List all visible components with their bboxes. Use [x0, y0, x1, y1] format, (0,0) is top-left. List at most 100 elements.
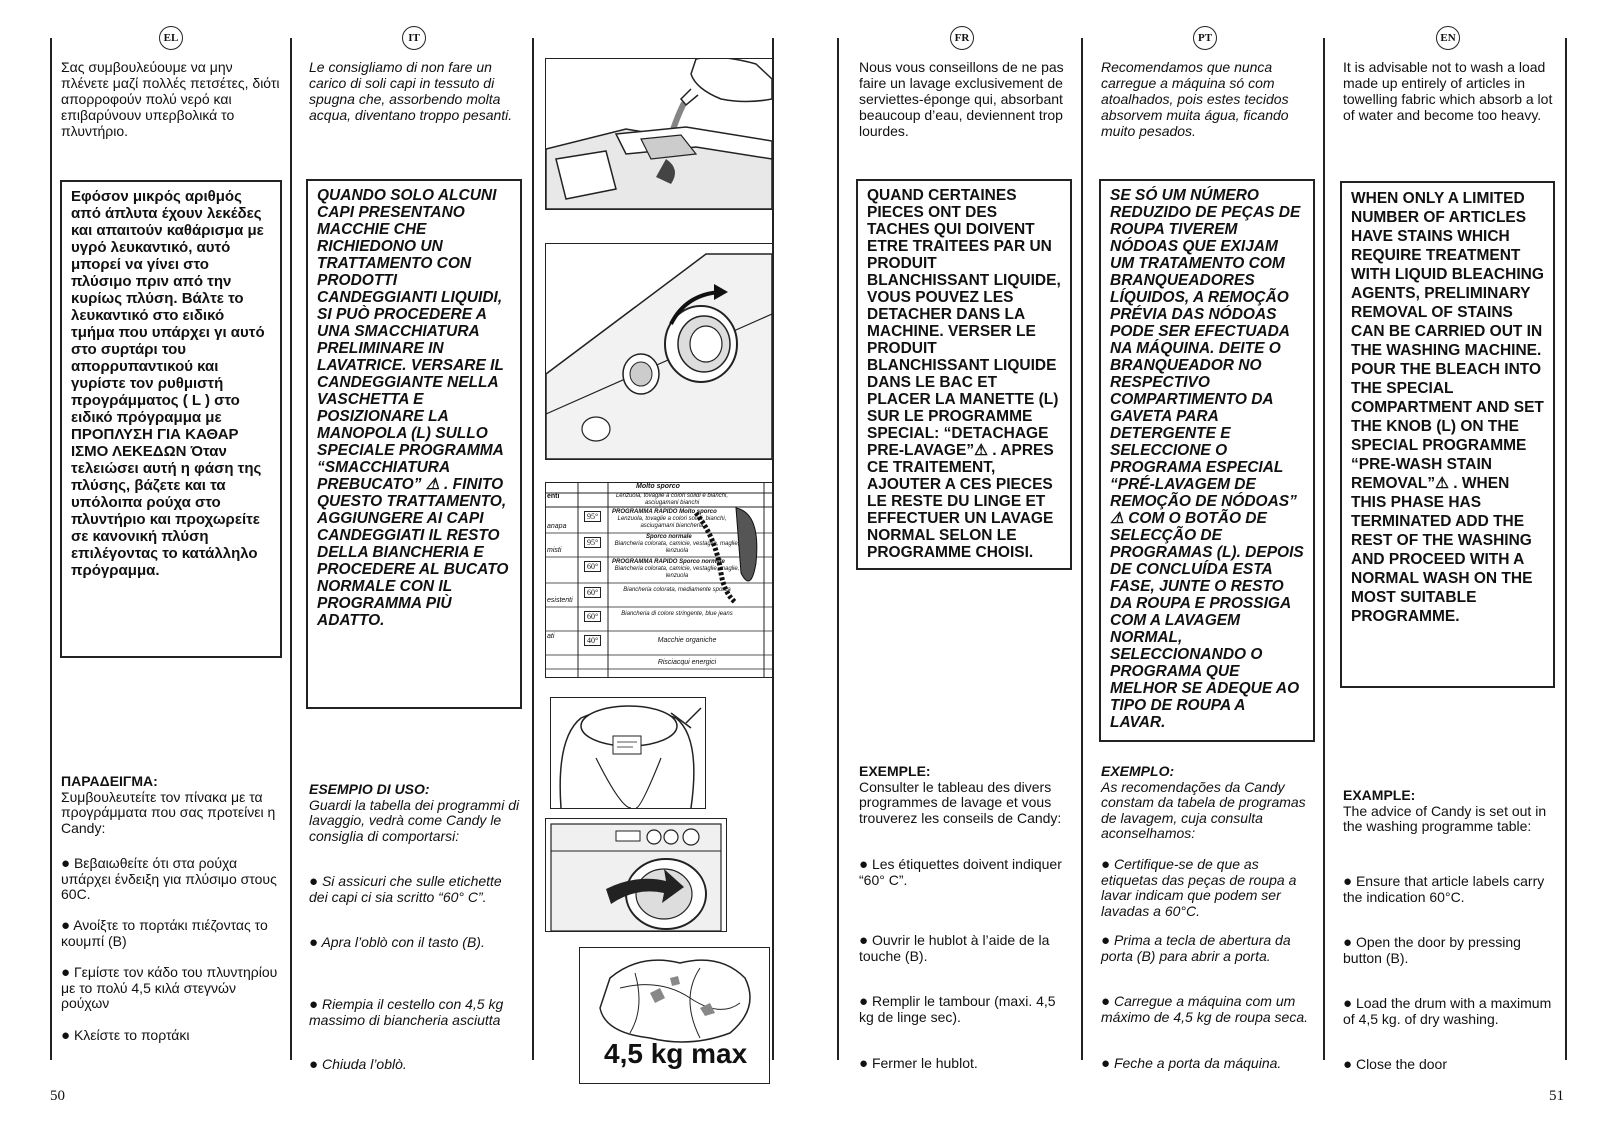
stain-box-en: WHEN ONLY A LIMITED NUMBER OF ARTICLES H…: [1340, 181, 1555, 688]
table-cell: Lenzuola, tovaglie a colori solidi e bia…: [615, 493, 729, 506]
language-badge-en: EN: [1436, 26, 1460, 50]
intro-text-it: Le consigliamo di non fare un carico di …: [309, 59, 513, 123]
example-text: Consulter le tableau des divers programm…: [859, 778, 1062, 826]
bullet-pt-2: ● Prima a tecla de abertura da porta (B)…: [1101, 932, 1291, 964]
example-heading: EXEMPLE:: [859, 763, 931, 779]
bullet-it-3: ● Riempia il cestello con 4,5 kg massimo…: [309, 996, 504, 1028]
detergent-drawer-figure: [545, 58, 773, 210]
example-text: As recomendações da Candy constam da tab…: [1101, 778, 1306, 841]
bullet-text: Chiuda l’oblò.: [321, 1056, 407, 1072]
table-temp: 95°: [584, 537, 602, 548]
bullet-pt-4: ● Feche a porta da máquina.: [1101, 1055, 1282, 1072]
table-cell: Biancheria colorata, camicie, vestaglie,…: [614, 541, 740, 554]
table-temp: 60°: [584, 561, 602, 572]
table-left-label: anapa: [547, 523, 567, 530]
garment-label-figure: [550, 697, 706, 809]
bullet-text: Open the door by pressing button (B).: [1343, 934, 1521, 966]
load-capacity-figure: 4,5 kg max: [579, 947, 770, 1084]
bullet-fr-3: ● Remplir le tambour (maxi. 4,5 kg de li…: [859, 993, 1056, 1025]
example-heading: ΠΑΡΑΔΕΙΓΜΑ:: [61, 773, 158, 789]
bullet-it-1: ● Si assicuri che sulle etichette dei ca…: [309, 873, 502, 905]
table-foot: Macchie organiche: [657, 637, 717, 644]
column-divider: [50, 38, 52, 1060]
table-cell: Biancheria colorata, camicie, vestaglie,…: [614, 566, 740, 579]
stain-box-text: WHEN ONLY A LIMITED NUMBER OF ARTICLES H…: [1351, 190, 1544, 625]
bullet-text: Ανοίξτε το πορτάκι πιέζοντας το κουμπί (…: [61, 917, 268, 949]
intro-text-en: It is advisable not to wash a load made …: [1343, 59, 1553, 123]
stain-box-text: QUANDO SOLO ALCUNI CAPI PRESENTANO MACCH…: [317, 187, 509, 629]
bullet-fr-1: ● Les étiquettes doivent indiquer “60° C…: [859, 856, 1062, 888]
bullet-text: Remplir le tambour (maxi. 4,5 kg de ling…: [859, 993, 1056, 1025]
example-el: ΠΑΡΑΔΕΙΓΜΑ: Συμβουλευτείτε τον πίνακα με…: [61, 773, 285, 836]
bullet-text: Load the drum with a maximum of 4,5 kg. …: [1343, 995, 1552, 1027]
bullet-text: Les étiquettes doivent indiquer “60° C”.: [859, 856, 1062, 888]
intro-text-fr: Nous vous conseillons de ne pas faire un…: [859, 59, 1064, 139]
bullet-text: Carregue a máquina com um máximo de 4,5 …: [1101, 993, 1309, 1025]
bullet-text: Close the door: [1355, 1056, 1448, 1072]
table-foot: Risciacqui energici: [657, 659, 717, 666]
example-text: Guardi la tabella dei programmi di lavag…: [309, 796, 520, 844]
language-badge-fr: FR: [950, 26, 974, 50]
bullet-en-2: ● Open the door by pressing button (B).: [1343, 934, 1521, 966]
column-divider: [290, 38, 292, 1060]
bullet-text: Certifique-se de que as etiquetas das pe…: [1101, 856, 1297, 919]
example-fr: EXEMPLE: Consulter le tableau des divers…: [859, 763, 1074, 826]
bullet-el-3: ● Γεμίστε τον κάδο του πλυντηρίου με το …: [61, 964, 278, 1011]
programme-table-drawing: [546, 483, 772, 677]
column-divider: [837, 38, 839, 1060]
bullet-el-1: ● Βεβαιωθείτε ότι στα ρούχα υπάρχει ένδε…: [61, 855, 277, 902]
table-left-label: enti: [547, 493, 560, 500]
table-temp: 60°: [584, 587, 602, 598]
bullet-text: Γεμίστε τον κάδο του πλυντηρίου με το πο…: [61, 964, 278, 1011]
table-temp: 95°: [584, 511, 602, 522]
example-heading: ESEMPIO DI USO:: [309, 781, 430, 797]
example-pt: EXEMPLO: As recomendações da Candy const…: [1101, 763, 1317, 842]
stain-box-text: QUAND CERTAINES PIECES ONT DES TACHES QU…: [867, 187, 1061, 561]
page-number-right: 51: [1549, 1088, 1564, 1104]
program-knob-drawing: [546, 253, 772, 459]
table-left-label: misti: [547, 547, 562, 554]
example-text: The advice of Candy is set out in the wa…: [1343, 802, 1547, 834]
page-number-left: 50: [50, 1088, 65, 1104]
stain-box-fr: QUAND CERTAINES PIECES ONT DES TACHES QU…: [856, 179, 1072, 570]
example-it: ESEMPIO DI USO: Guardi la tabella dei pr…: [309, 781, 524, 844]
bullet-text: Apra l’oblò con il tasto (B).: [321, 934, 485, 950]
stain-box-text: Εφόσον μικρός αριθμός από άπλυτα έχουν λ…: [71, 188, 265, 579]
bullet-text: Κλείστε το πορτάκι: [73, 1027, 190, 1043]
example-text: Συμβουλευτείτε τον πίνακα με τα προγράμμ…: [61, 788, 276, 836]
table-cell: Biancheria colorata, mediamente sporca: [623, 587, 731, 593]
garment-label-drawing: [559, 705, 702, 808]
door-open-drawing: [550, 823, 722, 931]
column-divider: [532, 38, 534, 1060]
example-en: EXAMPLE: The advice of Candy is set out …: [1343, 787, 1557, 835]
column-divider: [1081, 38, 1083, 1060]
bullet-en-3: ● Load the drum with a maximum of 4,5 kg…: [1343, 995, 1552, 1027]
column-divider: [772, 38, 774, 1060]
bullet-it-2: ● Apra l’oblò con il tasto (B).: [309, 934, 485, 951]
program-knob-figure: [545, 243, 773, 460]
table-head: Molto sporco: [636, 483, 680, 490]
bullet-fr-4: ● Fermer le hublot.: [859, 1055, 978, 1072]
bullet-text: Prima a tecla de abertura da porta (B) p…: [1101, 932, 1291, 964]
detergent-drawer-drawing: [546, 59, 772, 209]
column-divider: [1565, 38, 1567, 1060]
bullet-text: Si assicuri che sulle etichette dei capi…: [309, 873, 502, 905]
bullet-text: Ensure that article labels carry the ind…: [1343, 873, 1545, 905]
bullet-fr-2: ● Ouvrir le hublot à l’aide de la touche…: [859, 932, 1050, 964]
intro-text-el: Σας συμβουλεύουμε να μην πλένετε μαζί πο…: [61, 59, 280, 139]
bullet-pt-3: ● Carregue a máquina com um máximo de 4,…: [1101, 993, 1309, 1025]
bullet-en-4: ● Close the door: [1343, 1056, 1448, 1073]
bullet-text: Fermer le hublot.: [871, 1055, 978, 1071]
language-badge-it: IT: [402, 26, 426, 50]
bullet-el-4: ● Κλείστε το πορτάκι: [61, 1027, 190, 1044]
bullet-it-4: ● Chiuda l’oblò.: [309, 1056, 407, 1073]
table-cell: Biancheria di colore stringente, blue je…: [621, 611, 733, 617]
language-badge-el: EL: [159, 26, 183, 50]
bullet-el-2: ● Ανοίξτε το πορτάκι πιέζοντας το κουμπί…: [61, 917, 268, 949]
stain-box-pt: SE SÓ UM NÚMERO REDUZIDO DE PEÇAS DE ROU…: [1099, 179, 1315, 742]
language-badge-pt: PT: [1193, 26, 1217, 50]
bullet-text: Feche a porta da máquina.: [1113, 1055, 1282, 1071]
example-heading: EXEMPLO:: [1101, 763, 1175, 779]
programme-table-figure: Molto sporco enti anapa misti esistenti …: [545, 482, 773, 678]
bullet-text: Riempia il cestello con 4,5 kg massimo d…: [309, 996, 504, 1028]
